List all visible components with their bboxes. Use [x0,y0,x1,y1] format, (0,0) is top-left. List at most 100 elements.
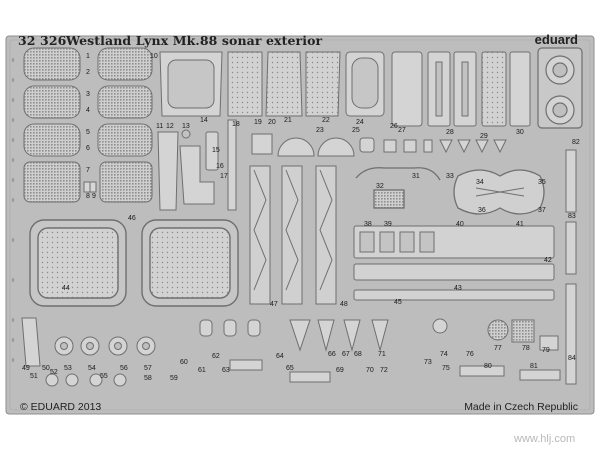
part-number: 18 [232,121,240,128]
part-number: 23 [316,127,324,134]
part-number: 46 [128,215,136,222]
watermark-text: www.hlj.com [514,433,576,445]
part-number: 43 [454,285,462,292]
part-number: 10 [150,53,158,60]
round-hatches [537,47,583,129]
part-number: 28 [446,129,454,136]
part-number: 67 [342,351,350,358]
part-number: 12 [166,123,174,130]
part-number: 56 [120,365,128,372]
part-number: 32 [376,183,384,190]
part-number: 60 [180,359,188,366]
part-number: 13 [182,123,190,130]
part-number: 38 [364,221,372,228]
part-number: 68 [354,351,362,358]
fret-title: Westland Lynx Mk.88 sonar exterior [66,33,323,48]
part-number: 44 [62,285,70,292]
part-number: 41 [516,221,524,228]
part-number: 58 [144,375,152,382]
part-number: 61 [198,367,206,374]
part-number: 80 [484,363,492,370]
origin-text: Made in Czech Republic [464,401,578,413]
part-number: 30 [516,129,524,136]
part-number: 11 [156,123,163,130]
fret-inner-border [9,39,591,411]
brand-logo-text: eduard [534,32,578,47]
part-number: 37 [538,207,546,214]
part-number: 34 [476,179,484,186]
part-number: 48 [340,301,348,308]
part-number: 7 [86,167,90,174]
left-edge-holes [11,58,15,362]
part-number: 5 [86,129,90,136]
tab-row-upper [251,133,507,157]
hatch-frames [29,219,239,307]
part-number: 78 [522,345,530,352]
part-number: 84 [568,355,576,362]
part-number: 47 [270,301,278,308]
part-number: 20 [268,119,276,126]
part-number: 9 [92,193,96,200]
mesh-panels-left [23,47,153,203]
part-number: 31 [412,173,420,180]
part-number: 82 [572,139,580,146]
part-number: 6 [86,145,90,152]
part-number-labels: 1 2 3 4 5 6 7 8 9 10 11 12 13 14 15 16 1… [22,53,580,382]
brackets-mid-left [157,119,237,211]
part-number: 50 [42,365,50,372]
part-number: 69 [336,367,344,374]
door-panels-top [159,51,385,117]
part-number: 77 [494,345,502,352]
part-number: 26 [390,123,398,130]
part-number: 17 [220,173,228,180]
part-number: 3 [86,91,90,98]
part-number: 19 [254,119,262,126]
part-number: 59 [170,375,178,382]
part-number: 55 [100,373,108,380]
part-number: 65 [286,365,294,372]
part-number: 24 [356,119,364,126]
part-number: 79 [542,347,550,354]
part-number: 33 [446,173,454,180]
copyright-text: © EDUARD 2013 [20,401,102,413]
part-number: 81 [530,363,538,370]
part-number: 40 [456,221,464,228]
part-number: 1 [86,53,90,60]
part-number: 22 [322,117,330,124]
part-number: 83 [568,213,576,220]
part-number: 15 [212,147,220,154]
part-number: 72 [380,367,388,374]
part-number: 21 [284,117,292,124]
part-number: 63 [222,367,230,374]
set-number: 32 326 [18,33,67,48]
part-number: 73 [424,359,432,366]
part-number: 51 [30,373,38,380]
part-number: 54 [88,365,96,372]
part-number: 2 [86,69,90,76]
truss-struts [249,165,337,305]
part-number: 25 [352,127,360,134]
part-number: 8 [86,193,90,200]
part-number: 70 [366,367,374,374]
part-number: 57 [144,365,152,372]
part-number: 62 [212,353,220,360]
part-number: 66 [328,351,336,358]
part-number: 52 [50,369,58,376]
right-edge-strips [565,149,577,385]
part-number: 71 [378,351,386,358]
part-number: 42 [544,257,552,264]
part-number: 14 [200,117,208,124]
part-number: 76 [466,351,474,358]
part-number: 45 [394,299,402,306]
part-number: 36 [478,207,486,214]
part-number: 39 [384,221,392,228]
part-number: 74 [440,351,448,358]
long-strips [353,225,555,301]
loop-parts [355,167,545,215]
part-number: 75 [442,365,450,372]
plates-upper-right [391,51,531,127]
part-number: 49 [22,365,30,372]
bottom-small-parts [21,317,561,387]
part-number: 4 [86,107,90,114]
